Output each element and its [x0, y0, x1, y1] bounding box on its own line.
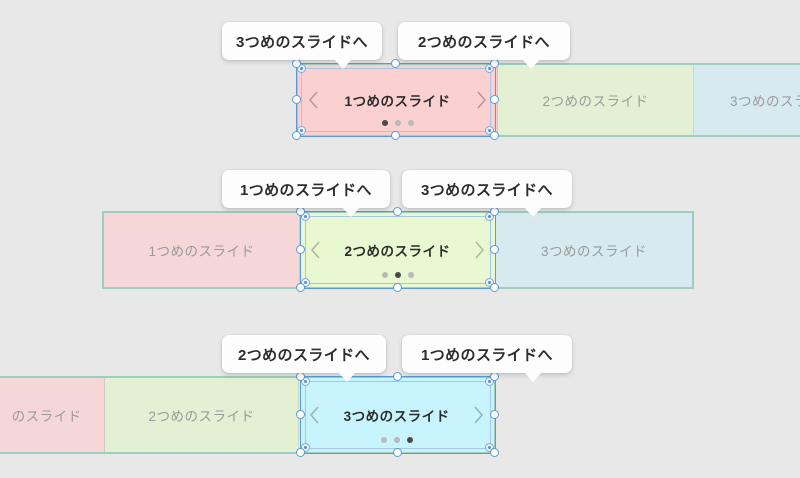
- dot-3[interactable]: [407, 272, 414, 278]
- dot-indicators[interactable]: [381, 272, 414, 278]
- dot-1[interactable]: [380, 437, 387, 443]
- callout-text: 1つめのスライドへ: [240, 181, 372, 199]
- slide-label: 3つめのスライド: [730, 94, 800, 109]
- callout-tail: [334, 59, 352, 69]
- callout-tail: [524, 372, 542, 382]
- dot-indicators[interactable]: [380, 437, 413, 443]
- dot-2[interactable]: [394, 272, 401, 278]
- callout-text: 2つめのスライドへ: [238, 346, 370, 364]
- carousel-row-1[interactable]: 1つめのスライド 2つめのスライド 3つめのスライド: [296, 63, 800, 137]
- slide-label: 2つめのスライド: [344, 244, 451, 259]
- callout-text: 3つめのスライドへ: [421, 181, 553, 199]
- dot-3[interactable]: [407, 120, 414, 126]
- callout-text: 3つめのスライドへ: [236, 33, 368, 51]
- callout-tail: [338, 372, 356, 382]
- slide-1[interactable]: 1つめのスライド: [104, 213, 300, 287]
- slide-3[interactable]: 3つめのスライド: [694, 65, 800, 135]
- callout-prev-row-2: 1つめのスライドへ: [222, 170, 390, 217]
- callout-tail: [342, 207, 360, 217]
- slide-label: 2つめのスライド: [542, 94, 649, 109]
- slide-label: 1つめのスライド: [344, 94, 451, 109]
- callout-next-row-1: 2つめのスライドへ: [398, 22, 570, 69]
- slide-label: 3つめのスライド: [343, 409, 450, 424]
- callout-tail: [522, 59, 540, 69]
- carousel-row-2[interactable]: 1つめのスライド 2つめのスライド 3つめのスライド: [102, 211, 694, 289]
- slide-3[interactable]: 3つめのスライド: [496, 213, 692, 287]
- chevron-left-icon[interactable]: [308, 239, 324, 261]
- callout-tail: [524, 207, 542, 217]
- slide-2[interactable]: 2つめのスライド: [104, 378, 300, 452]
- chevron-left-icon[interactable]: [307, 404, 323, 426]
- slide-1[interactable]: のスライド: [0, 378, 105, 452]
- chevron-left-icon[interactable]: [306, 89, 322, 111]
- dot-2[interactable]: [394, 120, 401, 126]
- slide-label: のスライド: [11, 409, 82, 424]
- slide-label: 1つめのスライド: [148, 244, 255, 259]
- slide-2[interactable]: 2つめのスライド: [498, 65, 694, 135]
- dot-1[interactable]: [381, 272, 388, 278]
- callout-prev-row-1: 3つめのスライドへ: [222, 22, 382, 69]
- callout-next-row-2: 3つめのスライドへ: [402, 170, 572, 217]
- dot-2[interactable]: [393, 437, 400, 443]
- dot-1[interactable]: [381, 120, 388, 126]
- callout-text: 1つめのスライドへ: [421, 346, 553, 364]
- chevron-right-icon[interactable]: [470, 404, 486, 426]
- dot-3[interactable]: [406, 437, 413, 443]
- carousel-row-3[interactable]: のスライド 2つめのスライド 3つめのスライド: [0, 376, 496, 454]
- chevron-right-icon[interactable]: [473, 89, 489, 111]
- slide-1[interactable]: 1つめのスライド: [298, 65, 498, 135]
- callout-prev-row-3: 2つめのスライドへ: [222, 335, 386, 382]
- callout-text: 2つめのスライドへ: [418, 33, 550, 51]
- callout-next-row-3: 1つめのスライドへ: [402, 335, 572, 382]
- slide-2[interactable]: 2つめのスライド: [300, 213, 496, 287]
- slide-label: 2つめのスライド: [148, 409, 255, 424]
- slide-3[interactable]: 3つめのスライド: [299, 378, 494, 452]
- dot-indicators[interactable]: [381, 120, 414, 126]
- chevron-right-icon[interactable]: [471, 239, 487, 261]
- slide-label: 3つめのスライド: [540, 244, 647, 259]
